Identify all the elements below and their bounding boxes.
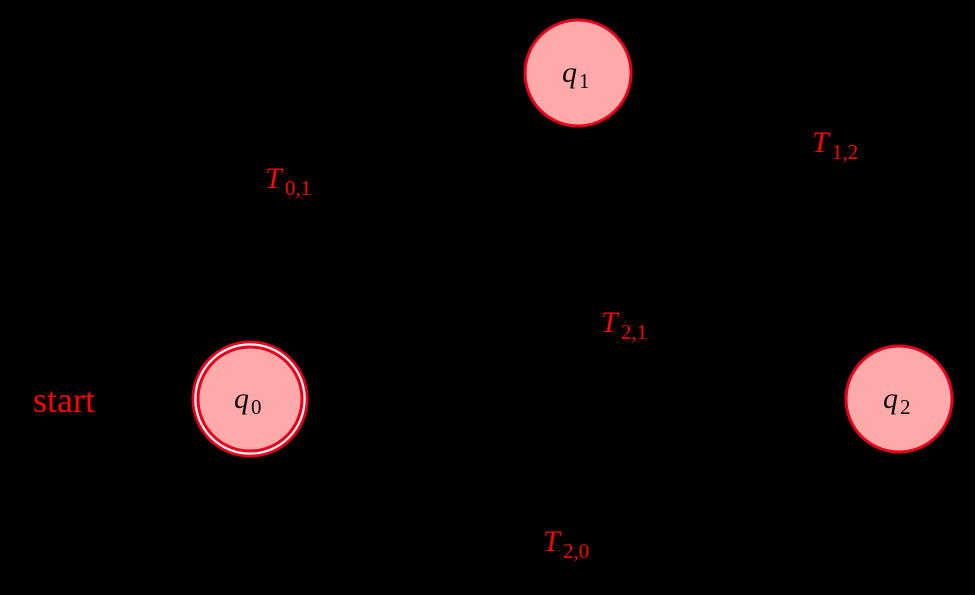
edge-q2-q1 (619, 114, 856, 363)
transition-t20-subscript: 2,0 (563, 539, 589, 563)
state-q2-circle (844, 344, 954, 454)
state-q0-label: q (234, 382, 249, 415)
transition-label-t20: T 2,0 (543, 525, 589, 563)
transition-t01-subscript: 0,1 (285, 176, 311, 200)
state-q1-label-subscript: 1 (579, 69, 590, 93)
state-q2-label-subscript: 2 (900, 395, 911, 419)
edge-q0-q1 (290, 107, 533, 358)
transition-t12-base: T (812, 126, 831, 159)
state-q0-label-subscript: 0 (251, 395, 262, 419)
state-q1-label: q (562, 56, 577, 89)
transition-label-t12: T 1,2 (812, 126, 858, 164)
state-q0-inner-circle (196, 345, 304, 453)
transition-t01-base: T (265, 162, 284, 195)
state-q0-gap-ring (194, 343, 306, 455)
edge-q2-q0 (299, 419, 847, 483)
edge-group (145, 107, 863, 483)
transition-label-t01: T 0,1 (265, 162, 311, 200)
transition-t12-subscript: 1,2 (832, 140, 858, 164)
edge-q1-q2 (624, 107, 863, 356)
transition-label-t21: T 2,1 (601, 306, 647, 344)
state-node-q1[interactable]: q 1 (523, 18, 633, 128)
state-node-q0[interactable]: q 0 (191, 340, 309, 458)
state-q1-circle (523, 18, 633, 128)
start-label: start (33, 380, 95, 420)
state-node-q2[interactable]: q 2 (844, 344, 954, 454)
state-q2-label: q (883, 382, 898, 415)
transition-t21-base: T (601, 306, 620, 339)
transition-t20-base: T (543, 525, 562, 558)
transition-t21-subscript: 2,1 (621, 320, 647, 344)
